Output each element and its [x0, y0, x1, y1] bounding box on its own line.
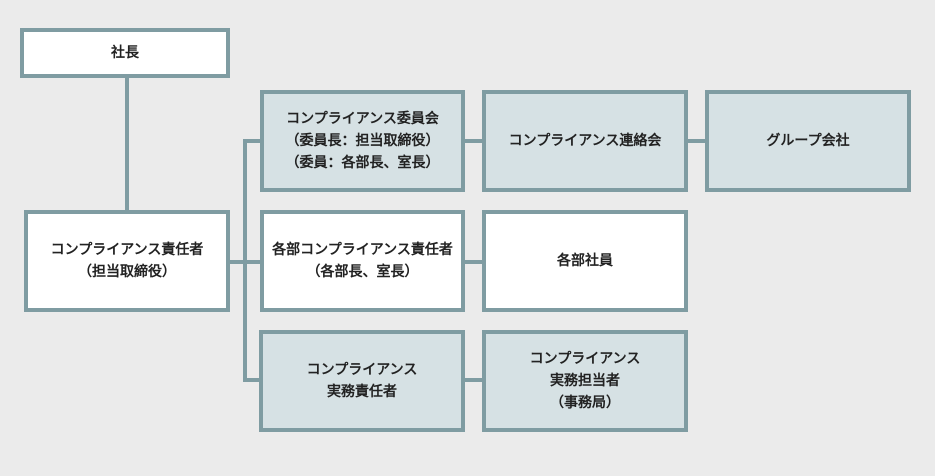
node-practical-officer-line-2: 実務責任者 [327, 384, 397, 400]
node-practical-staff-line-1: コンプライアンス [529, 351, 641, 367]
connector-dept-employees [464, 260, 484, 264]
node-compliance-committee: コンプライアンス委員会 （委員長：担当取締役） （委員：各部長、室長） [260, 90, 465, 192]
connector-liaison-group [687, 139, 707, 143]
node-compliance-officer-line-2: （担当取締役） [78, 264, 176, 280]
node-compliance-committee-line-3: （委員：各部長、室長） [285, 155, 440, 171]
node-compliance-officer: コンプライアンス責任者 （担当取締役） [24, 210, 230, 312]
node-dept-compliance-officer-line-1: 各部コンプライアンス責任者 [272, 242, 453, 258]
node-compliance-liaison-line-1: コンプライアンス連絡会 [508, 133, 662, 149]
node-dept-compliance-officer: 各部コンプライアンス責任者 （各部長、室長） [260, 210, 465, 312]
node-dept-compliance-officer-line-2: （各部長、室長） [306, 264, 419, 280]
connector-trunk-committee [243, 139, 261, 143]
node-dept-employees-line-1: 各部社員 [557, 253, 613, 269]
node-group-companies: グループ会社 [705, 90, 911, 192]
node-practical-staff: コンプライアンス 実務担当者 （事務局） [482, 330, 688, 432]
node-practical-staff-line-2: 実務担当者 [550, 373, 620, 389]
node-compliance-committee-line-2: （委員長：担当取締役） [285, 133, 440, 149]
node-compliance-committee-line-1: コンプライアンス委員会 [286, 111, 439, 127]
connector-president-officer [125, 77, 129, 211]
node-practical-officer: コンプライアンス 実務責任者 [259, 330, 465, 432]
connector-officer-trunk [229, 260, 245, 264]
node-practical-staff-line-3: （事務局） [550, 395, 620, 411]
connector-practical-staff [464, 378, 484, 382]
node-dept-employees: 各部社員 [482, 210, 688, 312]
node-group-companies-line-1: グループ会社 [766, 133, 850, 149]
connector-trunk-dept [243, 260, 261, 264]
connector-committee-liaison [464, 139, 484, 143]
node-practical-officer-line-1: コンプライアンス [306, 362, 418, 378]
node-compliance-officer-line-1: コンプライアンス責任者 [50, 242, 204, 258]
node-president: 社長 [20, 28, 230, 78]
connector-trunk-practical [243, 378, 261, 382]
node-compliance-liaison: コンプライアンス連絡会 [482, 90, 688, 192]
node-president-line-1: 社長 [111, 45, 139, 61]
